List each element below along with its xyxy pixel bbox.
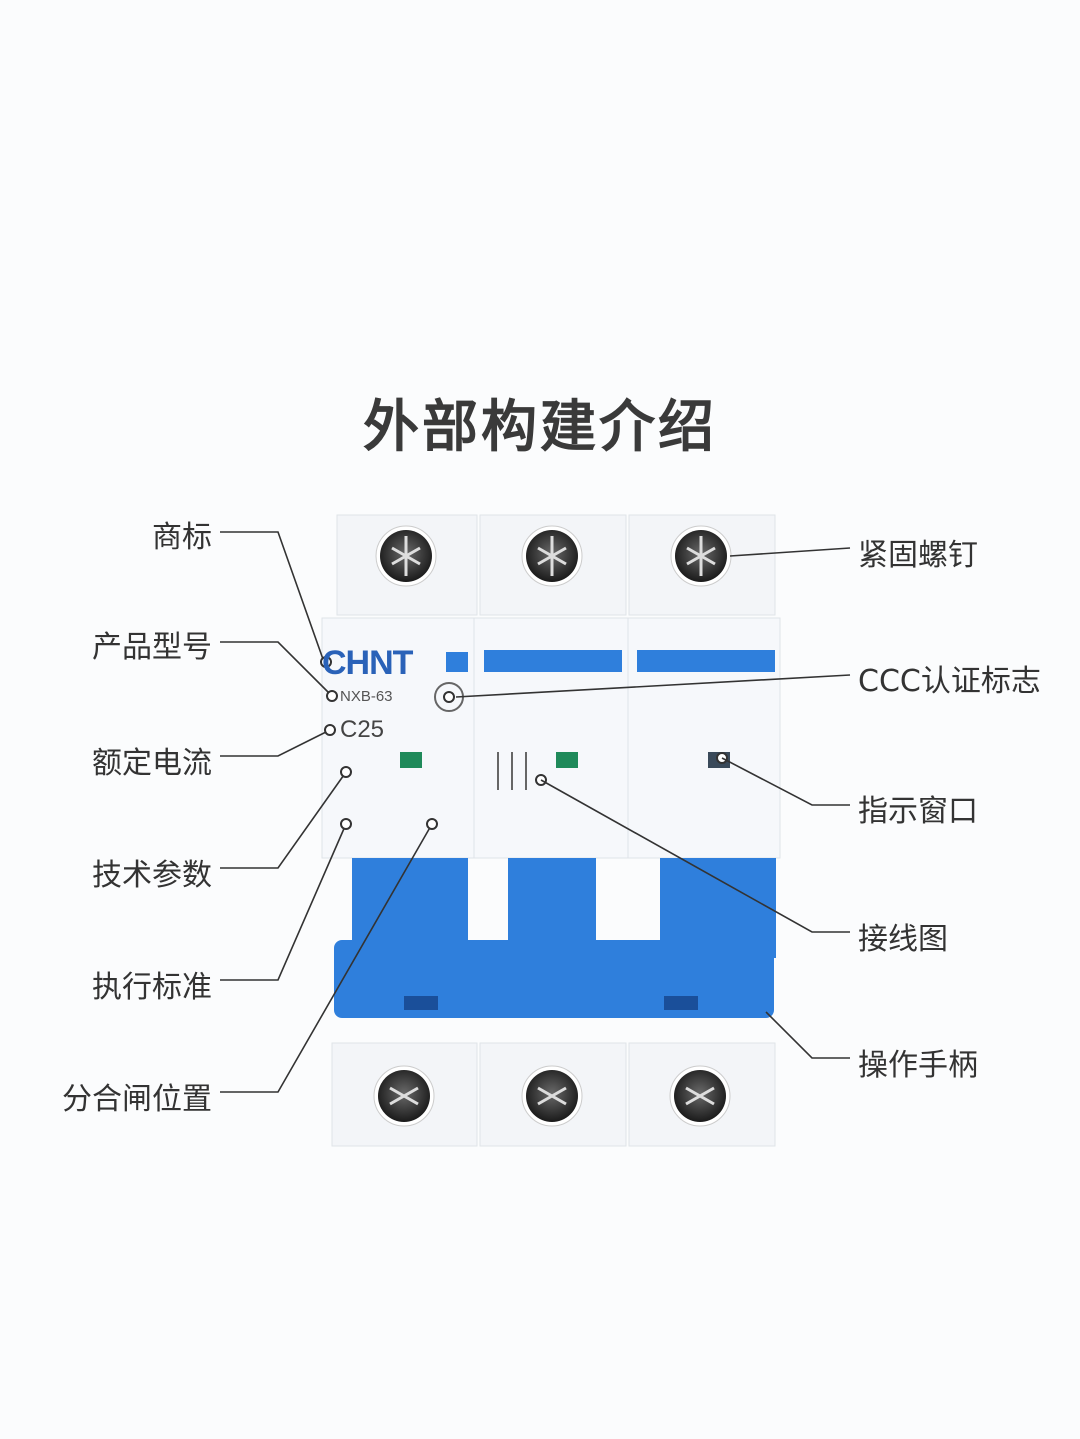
blue-stripe-2 xyxy=(484,650,622,672)
label-ccc-mark: CCC认证标志 xyxy=(858,664,1041,699)
bottom-screw-2 xyxy=(521,1065,583,1127)
indicator-window-1 xyxy=(400,752,422,768)
handle-slot-2 xyxy=(664,996,698,1010)
rating-code: C25 xyxy=(340,716,385,743)
bottom-screw-3 xyxy=(669,1065,731,1127)
label-standard: 执行标准 xyxy=(92,970,212,1005)
label-handle: 操作手柄 xyxy=(858,1048,978,1083)
label-indicator-window: 指示窗口 xyxy=(858,794,978,829)
label-screws: 紧固螺钉 xyxy=(858,538,978,573)
label-wiring-diagram: 接线图 xyxy=(858,922,948,957)
leader-dots xyxy=(320,656,728,830)
handle-bar xyxy=(334,940,774,1018)
blue-stripe-1 xyxy=(446,652,468,672)
model-code: NXB-63 xyxy=(340,688,393,705)
top-screw-3 xyxy=(670,525,732,587)
indicator-window-2 xyxy=(556,752,578,768)
label-rated-current: 额定电流 xyxy=(92,746,212,781)
label-switch-position: 分合闸位置 xyxy=(62,1082,212,1117)
blue-stripe-3 xyxy=(637,650,775,672)
top-screw-1 xyxy=(375,525,437,587)
top-screw-2 xyxy=(521,525,583,587)
handle-slot-1 xyxy=(404,996,438,1010)
label-tech-params: 技术参数 xyxy=(92,858,212,893)
wiring-diagram-icon xyxy=(497,752,527,790)
page-title: 外部构建介绍 xyxy=(363,395,717,460)
brand-logo-text: CHNT xyxy=(322,644,413,682)
label-trademark: 商标 xyxy=(152,520,212,555)
leader-lines-right xyxy=(455,547,851,1059)
leader-lines-left xyxy=(220,531,433,1093)
label-model: 产品型号 xyxy=(92,630,212,665)
bottom-screw-1 xyxy=(373,1065,435,1127)
